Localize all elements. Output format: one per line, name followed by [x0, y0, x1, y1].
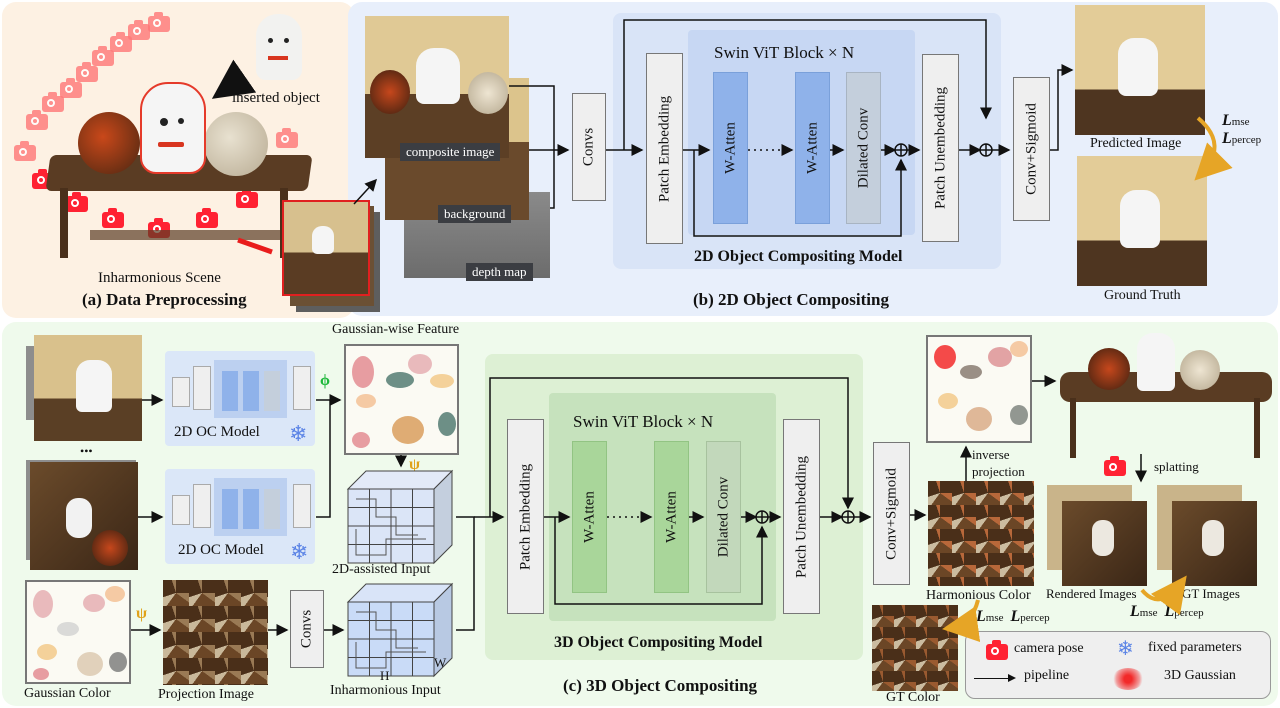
- loss-render: Lmse Lpercep: [1130, 603, 1204, 620]
- camera-icon: [1104, 456, 1126, 476]
- w-atten-1-2d: W-Atten: [713, 72, 748, 224]
- patch-unembedding-2d: Patch Unembedding: [922, 54, 959, 242]
- 2d-oc-model-1-label: 2D OC Model: [174, 424, 260, 440]
- camera-icon: [66, 192, 88, 212]
- gt-color-label: GT Color: [886, 690, 940, 705]
- camera-icon: [92, 46, 114, 66]
- gaussian-color-image: [25, 580, 131, 684]
- snowflake-icon: ❄: [289, 421, 308, 446]
- w-atten-2-3d: W-Atten: [654, 441, 689, 593]
- patch-unembedding-3d: Patch Unembedding: [783, 419, 820, 614]
- camera-icon: [276, 128, 298, 148]
- camera-icon: [102, 208, 124, 228]
- panel-b-title: (b) 2D Object Compositing: [693, 290, 889, 309]
- 2d-assisted-input-cube: [346, 469, 454, 565]
- camera-icon: [14, 141, 36, 161]
- legend: camera pose ❄ fixed parameters pipeline …: [965, 631, 1271, 699]
- camera-icon: [110, 32, 132, 52]
- phi-symbol: ϕ: [320, 372, 330, 389]
- legend-3d-gaussian: 3D Gaussian: [1164, 668, 1236, 683]
- harmonious-color-label: Harmonious Color: [926, 588, 1031, 603]
- 2d-assisted-input-label: 2D-assisted Input: [332, 562, 431, 577]
- patch-embedding-3d: Patch Embedding: [507, 419, 544, 614]
- psi-symbol-1: ψ: [409, 456, 421, 473]
- splatting-label: splatting: [1154, 459, 1199, 474]
- inharmonious-input-cube: [346, 582, 454, 678]
- legend-pipeline: pipeline: [1024, 668, 1070, 683]
- ellipsis: •••: [80, 444, 93, 458]
- snowflake-icon: ❄: [1117, 638, 1134, 660]
- camera-pose-icon: [986, 640, 1008, 660]
- inverse-projection-label: inverse projection: [972, 447, 1025, 479]
- rendered-images-label: Rendered Images: [1046, 586, 1137, 601]
- inserted-object-label: inserted object: [232, 90, 320, 106]
- gt-color-image: [872, 605, 958, 691]
- inharmonious-input-label: Inharmonious Input: [330, 683, 441, 698]
- background-tag: background: [438, 205, 512, 223]
- gaussian-feature-label: Gaussian-wise Feature: [332, 322, 460, 337]
- camera-icon: [76, 62, 98, 82]
- camera-icon: [26, 110, 48, 130]
- pipeline-arrow-icon: [974, 678, 1010, 679]
- w-atten-2-2d: W-Atten: [795, 72, 830, 224]
- loss-mse-2d: Lmse: [1222, 112, 1250, 129]
- camera-icon: [148, 12, 170, 32]
- camera-icon: [128, 20, 150, 40]
- dilated-conv-3d: Dilated Conv: [706, 441, 741, 593]
- panel-a-title: (a) Data Preprocessing: [82, 290, 247, 309]
- 2d-oc-model-title: 2D Object Compositing Model: [694, 248, 903, 265]
- patch-embedding-2d: Patch Embedding: [646, 53, 683, 244]
- legend-fixed-parameters: fixed parameters: [1148, 640, 1242, 655]
- psi-symbol-2: ψ: [136, 605, 148, 622]
- legend-camera-pose: camera pose: [1014, 641, 1084, 656]
- camera-icon: [42, 92, 64, 112]
- pipeline-arrowhead: [1008, 674, 1016, 682]
- loss-color: Lmse Lpercep: [976, 608, 1050, 625]
- projection-image-label: Projection Image: [158, 687, 255, 702]
- snowflake-icon: ❄: [290, 539, 309, 564]
- projection-image: [163, 580, 268, 685]
- camera-icon: [60, 78, 82, 98]
- inharmonious-scene-label: Inharmonious Scene: [98, 270, 221, 286]
- 2d-oc-model-2-label: 2D OC Model: [178, 542, 264, 558]
- conv-sigmoid-3d: Conv+Sigmoid: [873, 442, 910, 585]
- axis-h-label: H: [380, 668, 390, 683]
- dilated-conv-2d: Dilated Conv: [846, 72, 881, 224]
- gt-images-label: GT Images: [1182, 586, 1240, 601]
- predicted-image-label: Predicted Image: [1090, 136, 1182, 151]
- gaussian-wise-feature-image: [344, 344, 459, 455]
- 3d-gaussian-icon: [1112, 668, 1144, 690]
- axis-w-label: W: [434, 655, 447, 670]
- panel-c-title: (c) 3D Object Compositing: [563, 676, 758, 695]
- swin-vit-title-2d: Swin ViT Block × N: [714, 43, 855, 62]
- conv-sigmoid-2d: Conv+Sigmoid: [1013, 77, 1050, 221]
- 3d-oc-model-title: 3D Object Compositing Model: [554, 634, 763, 651]
- camera-icon: [196, 208, 218, 228]
- w-atten-1-3d: W-Atten: [572, 441, 607, 593]
- harmonized-gaussians-image: [926, 335, 1032, 443]
- convs-block-2d: Convs: [572, 93, 606, 201]
- ground-truth-label: Ground Truth: [1104, 288, 1181, 303]
- loss-percep-2d: Lpercep: [1222, 130, 1262, 147]
- gaussian-color-label: Gaussian Color: [24, 686, 111, 701]
- convs-block-3d: Convs: [290, 590, 324, 668]
- harmonious-color-image: [928, 481, 1034, 586]
- camera-icon: [236, 188, 258, 208]
- composite-image-tag: composite image: [400, 143, 501, 161]
- swin-vit-title-3d: Swin ViT Block × N: [573, 412, 714, 431]
- depth-map-tag: depth map: [466, 263, 533, 281]
